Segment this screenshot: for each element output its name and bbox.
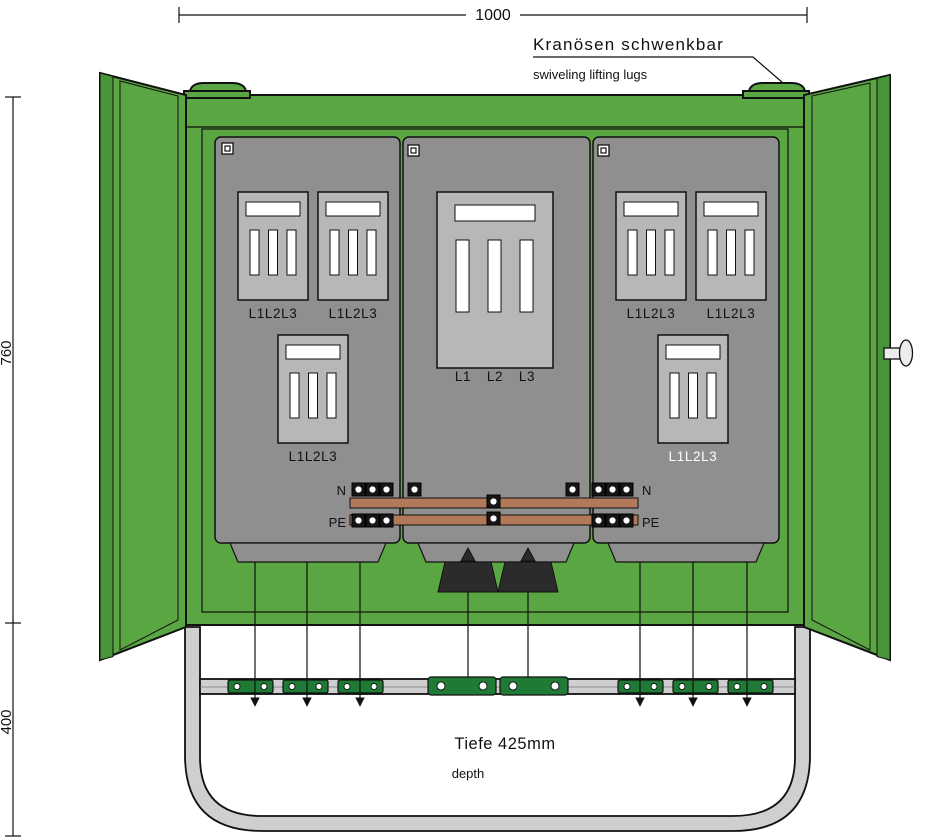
fuse-switch-module <box>615 191 687 301</box>
dimension-height: 760 <box>0 96 21 624</box>
callout-subtitle: swiveling lifting lugs <box>533 67 648 82</box>
terminal-block <box>619 513 634 528</box>
width-dimension-label: 1000 <box>475 7 511 24</box>
stand-frame <box>184 626 811 832</box>
doors <box>99 71 914 662</box>
terminal-block <box>379 482 394 497</box>
lifting-lug-base <box>183 90 251 99</box>
terminal-block <box>565 482 580 497</box>
terminal-block <box>591 513 606 528</box>
terminal-block <box>605 513 620 528</box>
fuse-switch-module <box>237 191 309 301</box>
phase-label: L2 <box>487 369 503 384</box>
fuse-switch-module <box>695 191 767 301</box>
phase-label: L3 <box>519 369 535 384</box>
phase-label: L1L2L3 <box>627 306 676 321</box>
panel-center-foot <box>417 542 575 563</box>
cabinet: L1L2L3 L1L2L3 L1L2L3 L1 L2 L3 L1L2L3 L1L… <box>184 94 806 626</box>
cable-clamp <box>727 679 774 694</box>
cable-hood-tip <box>520 546 536 562</box>
lifting-lug <box>188 82 248 92</box>
phase-label: L1 <box>455 369 471 384</box>
door-right-inner-line <box>811 82 871 651</box>
fixing-screw-icon <box>597 144 610 157</box>
depth-note: Tiefe 425mm depth <box>452 735 555 781</box>
terminal-block <box>365 482 380 497</box>
lifting-lug-base <box>742 90 810 99</box>
dimension-width: 1000 <box>178 5 808 24</box>
depth-caption: depth <box>452 766 485 781</box>
cable-arrows <box>250 562 752 707</box>
fuse-switch-module <box>657 334 729 444</box>
panel-left-foot <box>229 542 387 563</box>
phase-label: L1L2L3 <box>669 449 718 464</box>
callout-title: Kranösen schwenkbar <box>533 35 724 54</box>
phase-label: L1L2L3 <box>249 306 298 321</box>
switch-slot <box>454 204 536 222</box>
terminal-block <box>605 482 620 497</box>
phase-label: L1L2L3 <box>289 449 338 464</box>
door-left-inner-line <box>119 80 179 651</box>
cable-hood-tip <box>460 546 476 562</box>
door-right-edge <box>876 74 891 661</box>
cabinet-inner-frame <box>201 128 789 613</box>
terminal-block <box>407 482 422 497</box>
pe-label-right: PE <box>642 515 660 530</box>
terminal-block <box>351 513 366 528</box>
pe-label-left: PE <box>329 515 347 530</box>
depth-label: Tiefe 425mm <box>454 735 555 753</box>
door-handle <box>883 339 914 367</box>
n-label-left: N <box>337 483 346 498</box>
cable-clamp-large <box>427 676 497 696</box>
switch-slot <box>487 239 502 313</box>
busbar-connector <box>486 494 501 509</box>
panel-right-foot <box>607 542 765 563</box>
cable-clamp <box>672 679 719 694</box>
stand-height-dimension-label: 400 <box>0 709 15 734</box>
fixing-screw-icon <box>407 144 420 157</box>
door-left-edge <box>99 72 114 661</box>
terminal-block <box>351 482 366 497</box>
fuse-switch-module <box>277 334 349 444</box>
cable-hood <box>497 561 559 593</box>
dimension-stand-height: 400 <box>0 623 21 837</box>
lifting-lug-callout: Kranösen schwenkbar swiveling lifting lu… <box>533 35 784 84</box>
cable-clamp <box>282 679 329 694</box>
lifting-lug <box>747 82 807 92</box>
terminal-block <box>365 513 380 528</box>
switch-slot <box>455 239 470 313</box>
terminal-block <box>619 482 634 497</box>
phase-label: L1L2L3 <box>329 306 378 321</box>
cable-clamp-large <box>499 676 569 696</box>
phase-label: L1L2L3 <box>707 306 756 321</box>
n-label-right: N <box>642 483 651 498</box>
terminal-block <box>591 482 606 497</box>
callout-leader-line <box>533 56 784 84</box>
height-dimension-label: 760 <box>0 340 15 365</box>
fuse-switch-module <box>317 191 389 301</box>
switch-slot <box>519 239 534 313</box>
terminal-block <box>379 513 394 528</box>
cable-hood <box>437 561 499 593</box>
cable-clamp <box>227 679 274 694</box>
fixing-screw-icon <box>221 142 234 155</box>
busbar-connector <box>486 511 501 526</box>
stand-tube <box>184 626 811 832</box>
